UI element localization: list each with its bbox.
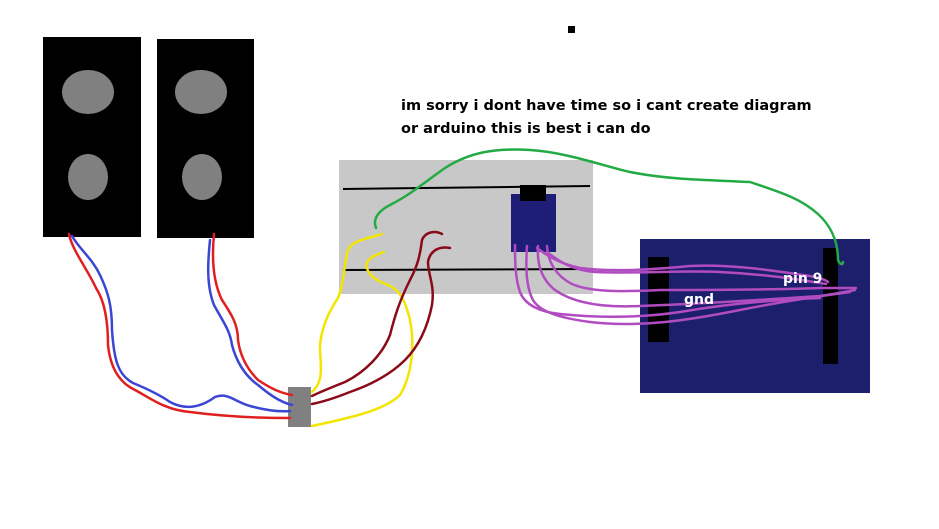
wire-darkred-2 <box>310 246 452 406</box>
breadboard-rail-top <box>342 185 591 190</box>
wire-purple-2 <box>525 244 852 326</box>
wire-purple-4 <box>545 244 858 293</box>
audio-jack <box>288 387 311 427</box>
wire-darkred-1 <box>310 230 444 398</box>
label-gnd: gnd <box>684 292 714 308</box>
wire-red-right-speaker <box>211 232 294 397</box>
wire-green-pin9 <box>373 148 845 266</box>
speaker-left-tweeter <box>62 70 114 114</box>
label-pin9: pin 9 <box>783 271 822 287</box>
speaker-right <box>157 39 254 238</box>
wire-red-left-speaker <box>67 232 292 420</box>
speaker-right-woofer <box>182 154 222 200</box>
wire-purple-3 <box>536 244 857 308</box>
speaker-left <box>43 37 141 237</box>
wire-yellow-2 <box>310 250 414 428</box>
wire-purple-1 <box>513 243 822 319</box>
wire-blue-left-speaker <box>70 234 292 413</box>
chip <box>511 194 556 252</box>
apology-note-line2: or arduino this is best i can do <box>401 121 651 137</box>
wire-blue-right-speaker <box>206 238 294 407</box>
wire-yellow-1 <box>310 232 384 394</box>
wire-purple-6 <box>545 250 828 286</box>
chip-top <box>520 185 546 201</box>
arduino-header-right <box>823 248 838 364</box>
speaker-left-woofer <box>68 154 108 200</box>
speaker-right-tweeter <box>175 70 227 114</box>
breadboard-rail-bottom <box>342 268 591 271</box>
stray-dot <box>568 26 575 33</box>
arduino-header-left <box>648 257 669 342</box>
breadboard <box>339 160 593 294</box>
apology-note-line1: im sorry i dont have time so i cant crea… <box>401 98 812 114</box>
arduino-board <box>640 239 870 393</box>
apology-note: im sorry i dont have time so i cant crea… <box>401 95 812 141</box>
